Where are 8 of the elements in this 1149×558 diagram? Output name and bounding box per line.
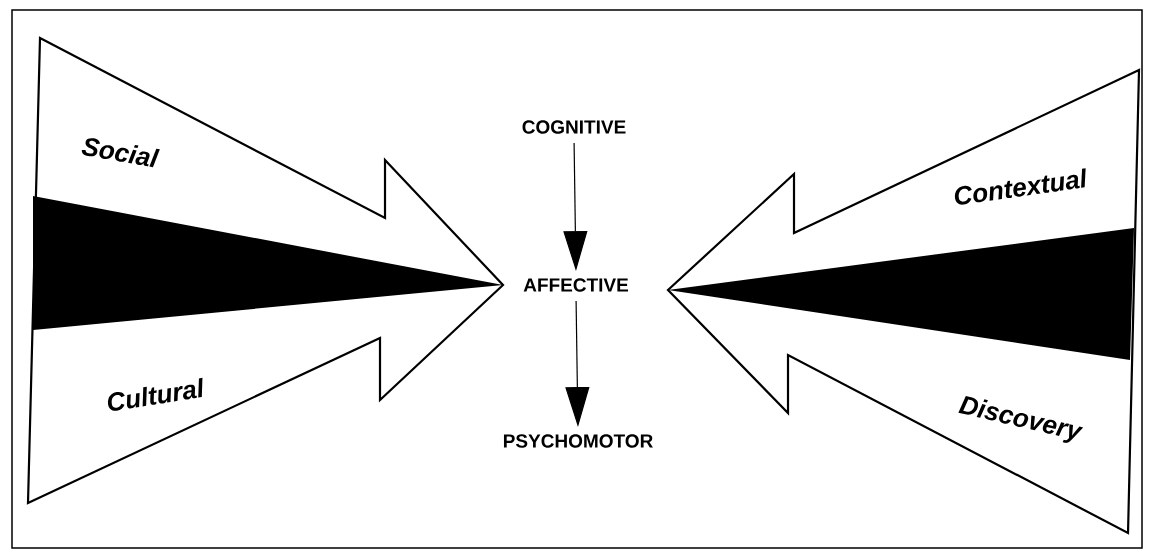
arrow-shape	[26, 36, 505, 505]
domain-label: PSYCHOMOTOR	[503, 434, 653, 448]
arrow-label: Contextual	[954, 168, 1086, 205]
domain-label: COGNITIVE	[522, 120, 626, 134]
arrow-label: Social	[81, 138, 160, 168]
domain-label: AFFECTIVE	[523, 278, 629, 292]
arrow-shape	[666, 68, 1141, 535]
arrow-label: Cultural	[107, 377, 203, 411]
